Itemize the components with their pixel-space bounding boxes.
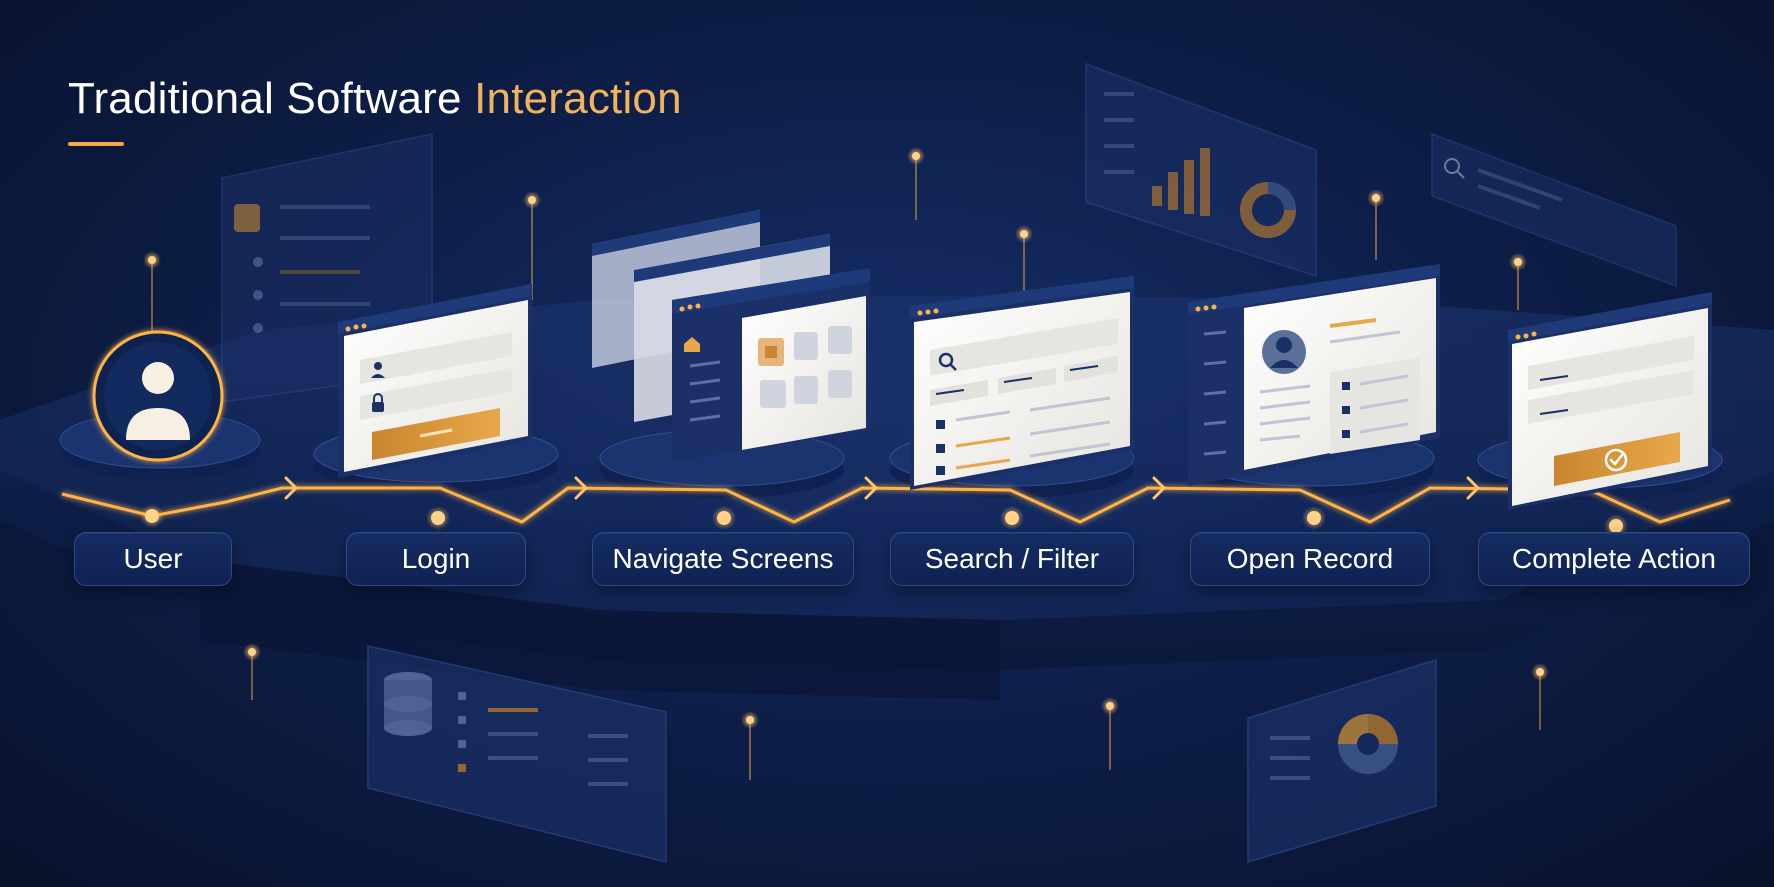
title-accent: Interaction <box>474 74 682 123</box>
bg-database-panel <box>367 645 667 863</box>
step-label-navigate-screens: Navigate Screens <box>592 532 854 586</box>
user-avatar-ring <box>92 330 224 462</box>
page-title: Traditional Software Interaction <box>68 74 682 124</box>
record-window <box>1188 264 1440 486</box>
login-window <box>338 284 532 478</box>
step-label-open-record: Open Record <box>1190 532 1430 586</box>
step-label-complete-action: Complete Action <box>1478 532 1750 586</box>
arrow-right-icon <box>574 476 588 500</box>
step-label-login: Login <box>346 532 526 586</box>
search-window <box>910 276 1134 490</box>
step-label-user: User <box>74 532 232 586</box>
user-icon <box>371 362 385 378</box>
search-icon <box>938 352 957 371</box>
search-icon <box>1444 158 1465 179</box>
database-icon <box>384 672 432 736</box>
title-main: Traditional Software <box>68 74 462 123</box>
donut-chart-icon <box>1240 182 1296 238</box>
arrow-right-icon <box>864 476 878 500</box>
title-block: Traditional Software Interaction <box>68 74 682 146</box>
arrow-right-icon <box>284 476 298 500</box>
arrow-right-icon <box>1152 476 1166 500</box>
decorative-pins <box>143 147 1549 780</box>
bar-chart-icon <box>1152 148 1210 216</box>
bg-search-panel <box>1431 132 1677 288</box>
flow-arrows <box>284 476 1480 500</box>
arrow-right-icon <box>1466 476 1480 500</box>
pie-chart-icon <box>1338 714 1398 774</box>
bg-bar-chart-panel <box>1085 62 1317 278</box>
flow-line <box>61 486 1731 524</box>
complete-window <box>1508 292 1712 510</box>
checkmark-icon <box>1604 448 1628 472</box>
flow-dots <box>140 504 1628 538</box>
step-label-search-filter: Search / Filter <box>890 532 1134 586</box>
bg-pie-panel <box>1247 658 1437 864</box>
home-icon <box>684 337 700 352</box>
navigate-windows <box>592 210 870 462</box>
profile-icon <box>1262 330 1306 374</box>
user-icon <box>126 362 190 440</box>
lock-icon <box>372 393 384 412</box>
title-underline <box>68 142 124 146</box>
